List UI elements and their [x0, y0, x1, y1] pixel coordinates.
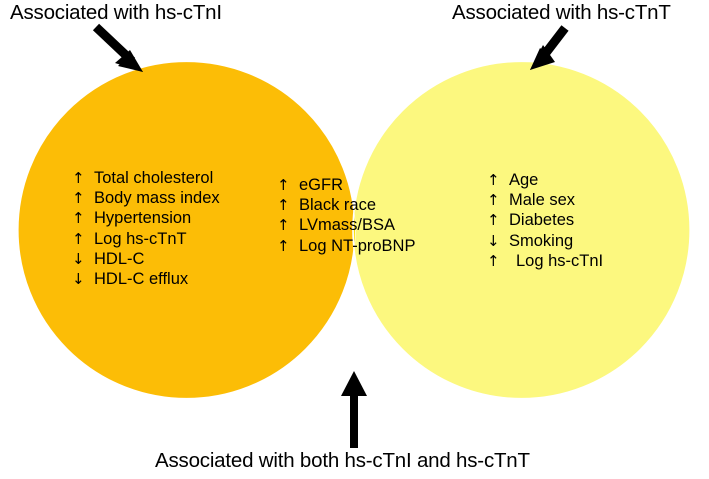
list-item: ↓ HDL-C efflux	[72, 269, 220, 289]
list-item-label: Log NT-proBNP	[299, 236, 416, 255]
arrow-up-icon: ↑	[277, 176, 290, 194]
list-item: ↑ Hypertension	[72, 208, 220, 228]
label-associated-with-both: Associated with both hs-cTnI and hs-cTnT	[155, 449, 530, 472]
arrow-up-icon: ↑	[277, 236, 290, 255]
list-item: ↑ Log hs-cTnT	[72, 229, 220, 249]
arrow-up-icon: ↑	[487, 211, 500, 230]
list-item-label: LVmass/BSA	[299, 216, 395, 235]
arrow-up-icon: ↑	[487, 191, 500, 210]
label-associated-with-hs-ctni: Associated with hs-cTnI	[10, 1, 222, 24]
list-item-label: Total cholesterol	[94, 169, 214, 187]
arrow-down-icon: ↓	[487, 231, 500, 250]
arrow-up-icon: ↑	[72, 209, 85, 228]
intersection-item-list: ↑ eGFR ↑ Black race ↑ LVmass/BSA ↑ Log NT-proBN…	[277, 175, 415, 256]
list-item: ↑ Black race	[277, 195, 415, 215]
list-item-label: eGFR	[299, 176, 344, 194]
arrow-up-icon: ↑	[277, 196, 290, 215]
left-only-item-list: ↑ Total cholesterol ↑ Body mass index ↑ Hyper…	[72, 168, 220, 289]
arrow-up-icon: ↑	[487, 171, 500, 189]
arrow-up-icon: ↑	[487, 251, 500, 270]
list-item: ↓ Smoking	[487, 231, 603, 251]
list-item-label: Age	[509, 171, 539, 189]
list-item-label: HDL-C efflux	[94, 270, 189, 289]
list-item-label: Male sex	[509, 191, 576, 210]
list-item-label: HDL-C	[94, 249, 145, 268]
list-item-label: Smoking	[509, 231, 574, 250]
list-item: ↑ Male sex	[487, 190, 603, 210]
list-item: ↑ Total cholesterol	[72, 168, 220, 188]
list-item: ↑ eGFR	[277, 175, 415, 195]
arrow-down-icon: ↓	[72, 270, 85, 289]
arrow-up-icon: ↑	[72, 169, 85, 187]
arrow-down-left-icon	[530, 25, 569, 70]
arrow-up-icon	[341, 371, 367, 448]
list-item: ↑ LVmass/BSA	[277, 215, 415, 235]
list-item: ↑ Age	[487, 170, 603, 190]
list-item-label: Log hs-cTnT	[94, 229, 187, 248]
arrow-up-icon: ↑	[72, 229, 85, 248]
list-item: ↓ HDL-C	[72, 249, 220, 269]
list-item-label: Body mass index	[94, 189, 220, 208]
arrow-down-icon: ↓	[72, 249, 85, 268]
list-item: ↑ Log hs-cTnI	[487, 251, 603, 271]
venn-intersection	[352, 61, 355, 399]
right-only-item-list: ↑ Age ↑ Male sex ↑ Diabetes ↓ Smoking ↑ Log hs-cT…	[487, 170, 603, 271]
list-item: ↑ Diabetes	[487, 210, 603, 230]
list-item: ↑ Body mass index	[72, 188, 220, 208]
arrow-down-right-icon	[92, 23, 143, 72]
list-item-label: Hypertension	[94, 209, 192, 228]
label-associated-with-hs-ctnt: Associated with hs-cTnT	[452, 1, 671, 24]
arrow-up-icon: ↑	[72, 189, 85, 208]
list-item-label: Black race	[299, 196, 377, 215]
arrow-up-icon: ↑	[277, 216, 290, 235]
list-item: ↑ Log NT-proBNP	[277, 236, 415, 256]
list-item-label: Diabetes	[509, 211, 575, 230]
list-item-label: Log hs-cTnI	[516, 251, 604, 270]
